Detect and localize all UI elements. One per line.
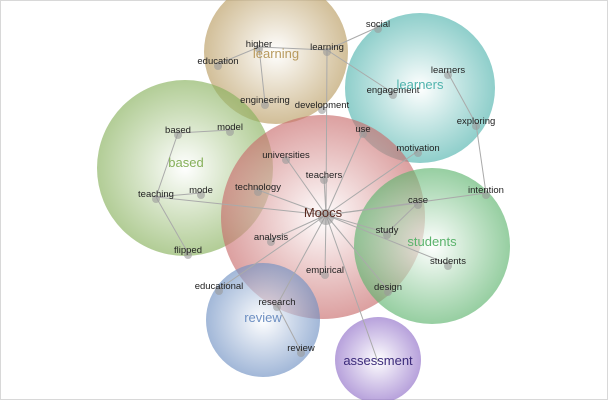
edge-Moocs-use [325, 131, 364, 216]
edge-teaching-flipped [155, 196, 189, 254]
edge-Moocs-teaching [155, 196, 327, 216]
term-label-empirical: empirical [306, 265, 344, 276]
node-universities[interactable] [282, 156, 290, 164]
term-label-study: study [376, 225, 399, 236]
node-review[interactable] [297, 349, 305, 357]
node-education[interactable] [214, 62, 222, 70]
node-research[interactable] [273, 303, 281, 311]
node-exploring[interactable] [472, 122, 480, 130]
edge-Moocs-students [325, 214, 449, 265]
node-model[interactable] [226, 128, 234, 136]
node-development[interactable] [318, 106, 326, 114]
edge-case-study [386, 202, 419, 234]
node-intention[interactable] [482, 191, 490, 199]
edge-Moocs-study [325, 214, 388, 234]
term-label-learning: learning [310, 42, 344, 53]
edge-higher-education [217, 46, 260, 65]
node-learning[interactable] [323, 48, 331, 56]
node-based[interactable] [174, 131, 182, 139]
term-label-flipped: flipped [174, 245, 202, 256]
term-label-analysis: analysis [254, 232, 289, 243]
term-label-higher: higher [246, 39, 272, 50]
node-analysis[interactable] [267, 238, 275, 246]
term-label-students: students [430, 256, 466, 267]
edge-learners-exploring [447, 72, 477, 125]
node-engineering[interactable] [261, 101, 269, 109]
node-students[interactable] [444, 262, 452, 270]
node-higher[interactable] [255, 45, 263, 53]
edge-Moocs-assessment [325, 214, 379, 363]
edge-Moocs-research [276, 214, 327, 306]
term-label-based: based [165, 125, 191, 136]
term-label-education: education [197, 56, 238, 67]
term-label-learners: learners [431, 65, 466, 76]
edge-Moocs-intention [325, 192, 487, 216]
node-learners[interactable] [444, 71, 452, 79]
edge-teaching-mode [155, 192, 202, 198]
node-teaching[interactable] [152, 195, 160, 203]
term-label-exploring: exploring [457, 116, 496, 127]
term-label-universities: universities [262, 150, 310, 161]
edge-Moocs-learning [325, 49, 328, 216]
node-study[interactable] [383, 231, 391, 239]
term-label-case: case [408, 195, 428, 206]
node-empirical[interactable] [321, 271, 329, 279]
cluster-label-moocs: Moocs [304, 205, 343, 220]
edge-Moocs-motivation [325, 150, 419, 216]
cluster-label-based: based [168, 155, 203, 170]
node-moocs[interactable] [318, 209, 334, 225]
edge-higher-engineering [258, 46, 266, 104]
term-label-use: use [355, 124, 370, 135]
cluster-label-assessment: assessment [343, 353, 413, 368]
term-label-engagement: engagement [367, 85, 420, 96]
term-label-teaching: teaching [138, 189, 174, 200]
node-design[interactable] [384, 288, 392, 296]
edge-learning-engagement [326, 49, 394, 94]
edge-based-model [177, 129, 231, 134]
node-engagement[interactable] [389, 91, 397, 99]
term-label-development: development [295, 100, 350, 111]
node-case[interactable] [414, 201, 422, 209]
node-flipped[interactable] [184, 251, 192, 259]
term-label-teachers: teachers [306, 170, 343, 181]
cluster-label-review: review [244, 310, 282, 325]
term-label-model: model [217, 122, 243, 133]
edge-Moocs-educational [218, 214, 327, 290]
node-teachers[interactable] [320, 176, 328, 184]
node-technology[interactable] [254, 188, 262, 196]
cluster-bubble-learners [345, 13, 495, 163]
term-label-social: social [366, 19, 390, 30]
term-label-educational: educational [195, 281, 244, 292]
cluster-label-students: students [407, 234, 457, 249]
edge-Moocs-universities [285, 157, 327, 216]
node-use[interactable] [359, 130, 367, 138]
node-social[interactable] [374, 25, 382, 33]
cluster-bubble-students [354, 168, 510, 324]
term-label-motivation: motivation [396, 143, 439, 154]
edge-research-review [276, 304, 302, 352]
cluster-bubble-review [206, 263, 320, 377]
edge-teaching-based [155, 132, 179, 198]
edge-Moocs-analysis [270, 214, 327, 241]
edge-learning-social [326, 26, 379, 51]
term-label-design: design [374, 282, 402, 293]
edge-Moocs-design [325, 214, 389, 291]
term-label-research: research [259, 297, 296, 308]
node-educational[interactable] [215, 287, 223, 295]
term-label-intention: intention [468, 185, 504, 196]
edge-exploring-intention [475, 123, 487, 194]
cluster-label-learning: learning [253, 46, 299, 61]
term-label-technology: technology [235, 182, 281, 193]
cluster-bubble-learning [204, 0, 348, 124]
term-label-engineering: engineering [240, 95, 290, 106]
cluster-bubble-assessment [335, 317, 421, 400]
edge-higher-learning [258, 46, 328, 51]
node-motivation[interactable] [414, 149, 422, 157]
cluster-label-learners: learners [397, 77, 444, 92]
term-label-mode: mode [189, 185, 213, 196]
edge-Moocs-technology [257, 189, 327, 216]
node-mode[interactable] [197, 191, 205, 199]
term-label-review: review [287, 343, 315, 354]
